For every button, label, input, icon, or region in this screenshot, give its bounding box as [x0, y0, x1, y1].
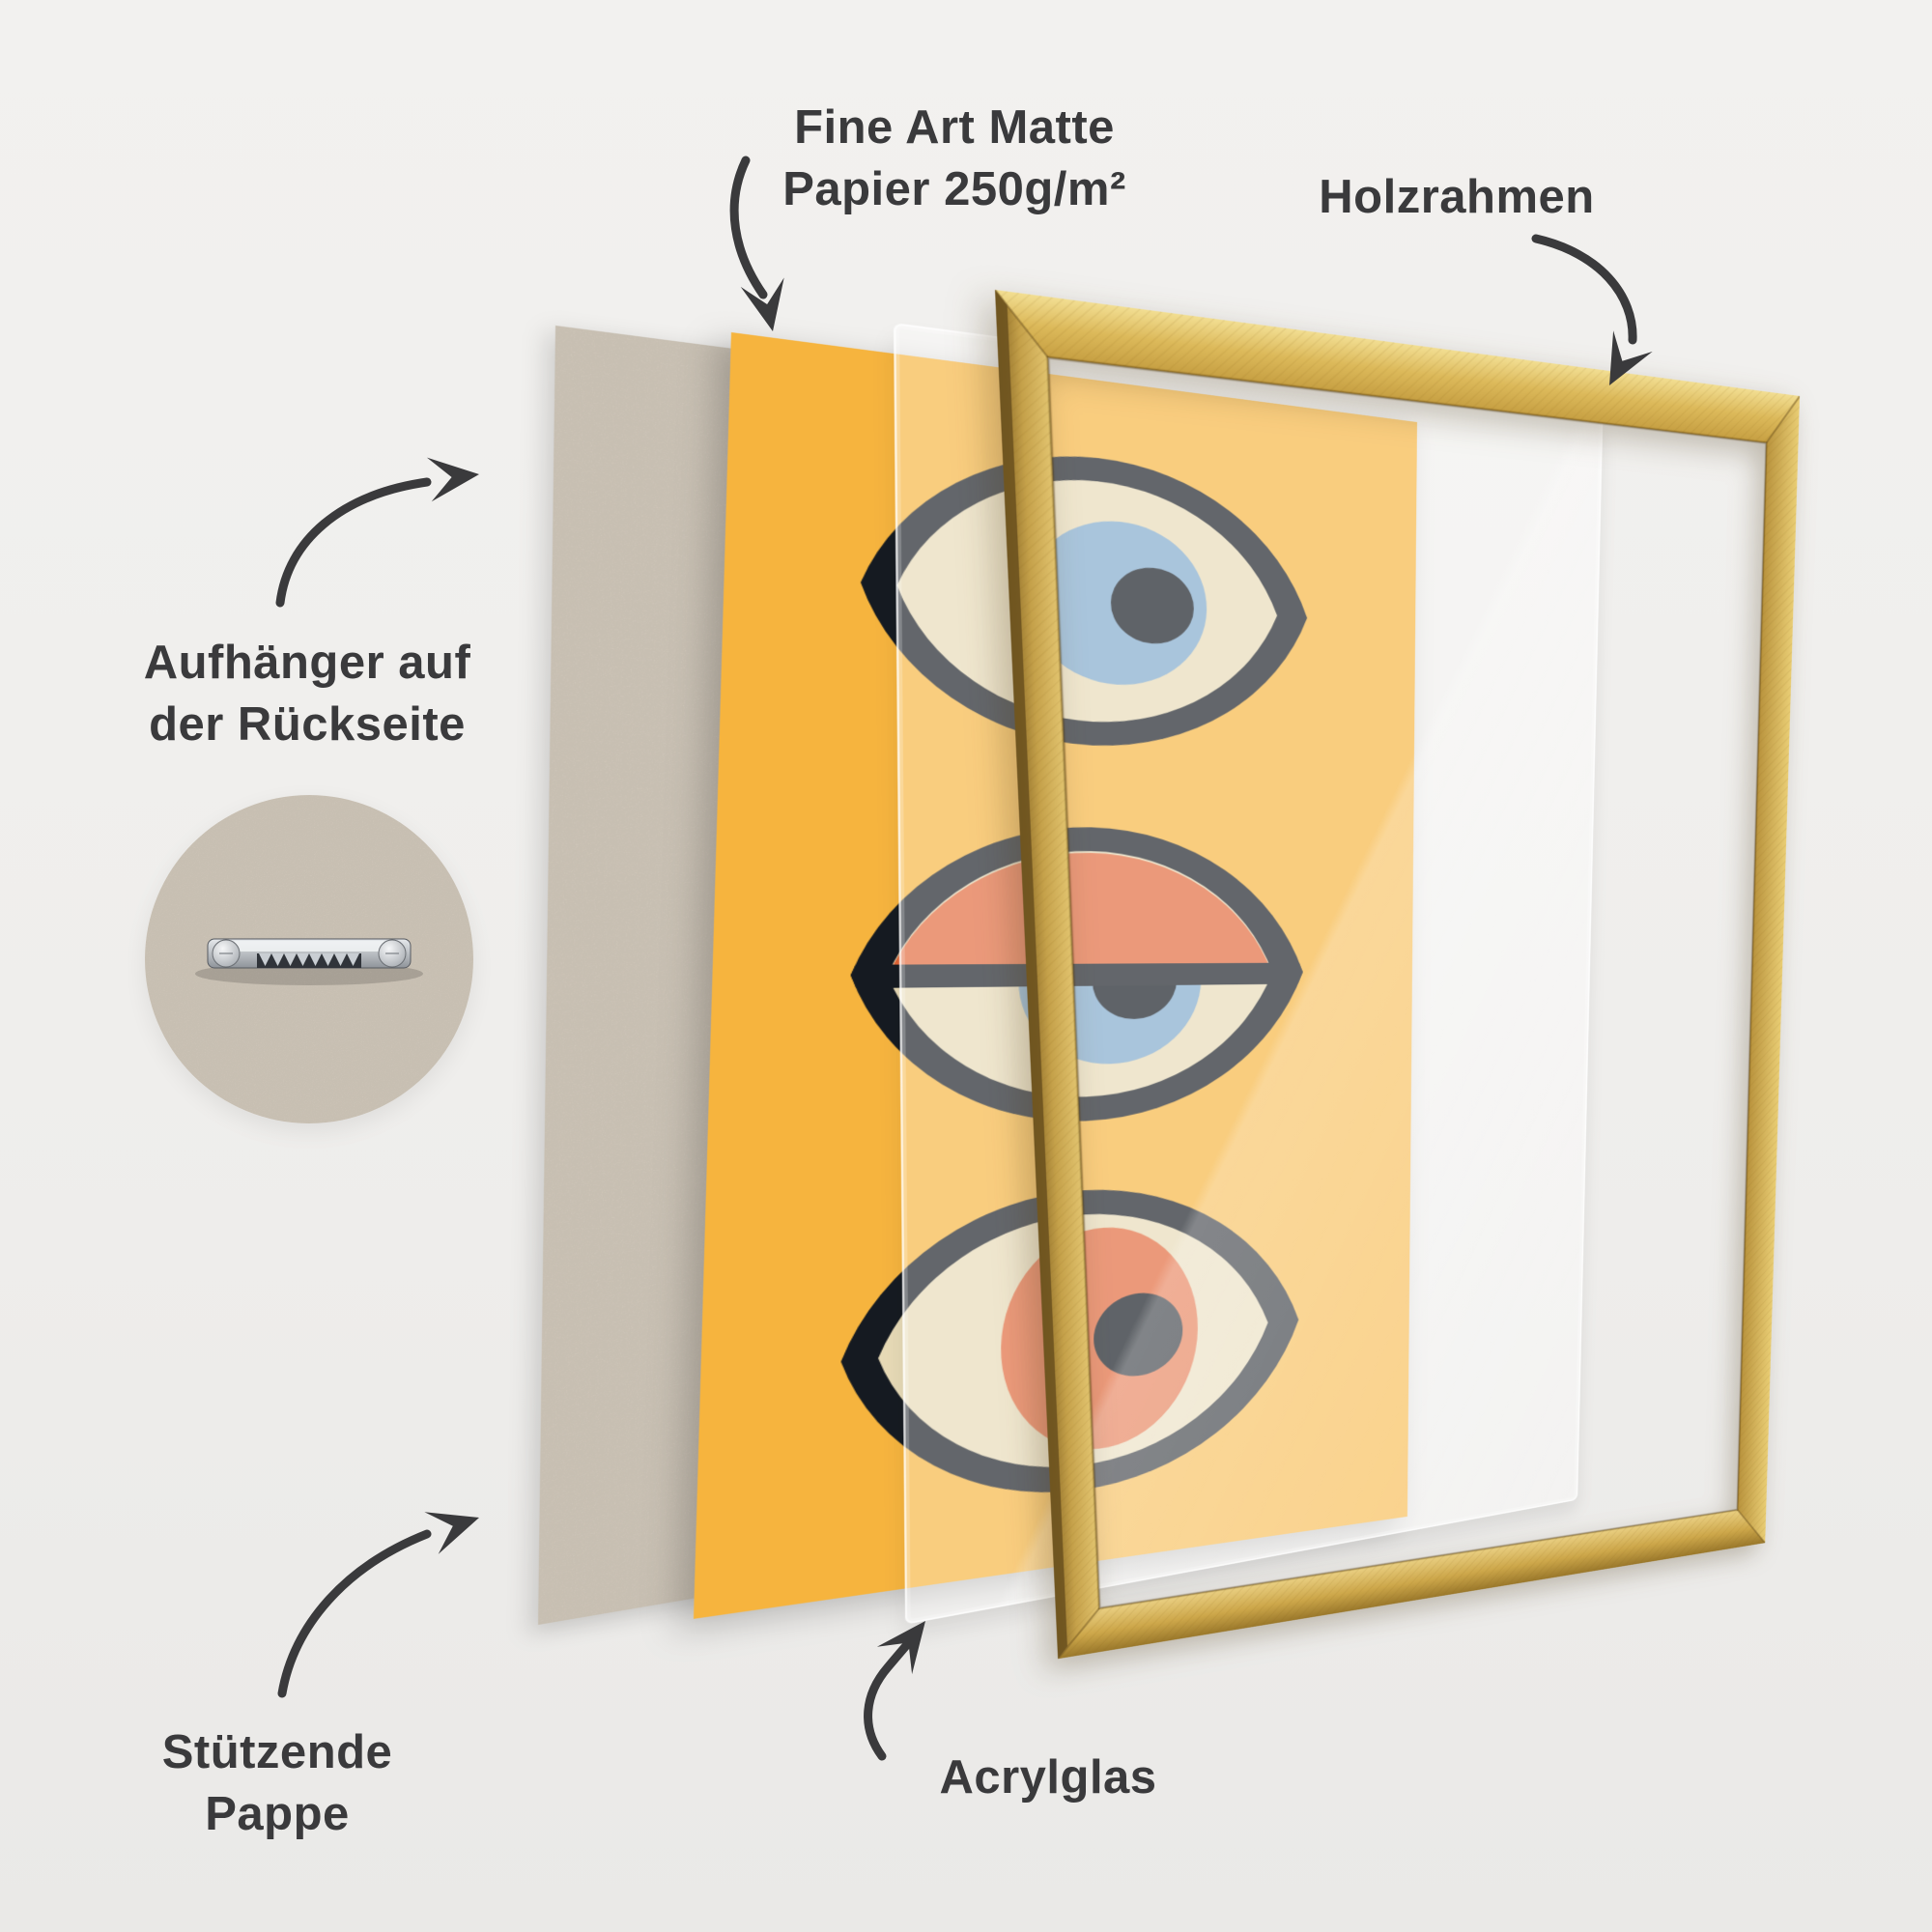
poster-artwork: [693, 332, 1418, 1619]
curved-arrow-to-acrylic: [864, 1636, 915, 1761]
label-supporting-cardboard-line2: Pappe: [205, 1788, 350, 1840]
curved-arrow-to-frame: [1531, 234, 1637, 345]
label-fine-art-paper-line1: Fine Art Matte: [794, 101, 1115, 154]
wood-frame-graphic: [995, 290, 1800, 1659]
hanger-screw-left: [212, 939, 241, 968]
layer-poster: [693, 332, 1418, 1619]
hanger-screw-right: [378, 939, 407, 968]
sawtooth-hanger: [145, 795, 473, 1123]
label-supporting-cardboard: Stützende Pappe: [0, 1721, 554, 1845]
label-acrylic-glass: Acrylglas: [939, 1751, 1157, 1804]
label-hanger: Aufhänger auf der Rückseite: [8, 632, 607, 755]
poster-eye-bottom: [837, 1178, 1301, 1521]
curved-arrow-to-cardboard: [277, 1529, 432, 1698]
label-supporting-cardboard-line1: Stützende: [161, 1726, 393, 1778]
poster-eye-top: [856, 431, 1309, 755]
layer-wood-frame: [995, 290, 1800, 1659]
label-hanger-line2: der Rückseite: [149, 698, 466, 751]
label-fine-art-paper: Fine Art Matte Papier 250g/m²: [655, 97, 1254, 220]
label-hanger-line1: Aufhänger auf: [143, 637, 471, 689]
label-fine-art-paper-line2: Papier 250g/m²: [782, 163, 1126, 215]
curved-arrow-to-hanger: [275, 477, 432, 608]
label-wood-frame: Holzrahmen: [1319, 171, 1595, 223]
hanger-detail-circle: [145, 795, 473, 1123]
poster-eye-middle: [846, 820, 1305, 1131]
